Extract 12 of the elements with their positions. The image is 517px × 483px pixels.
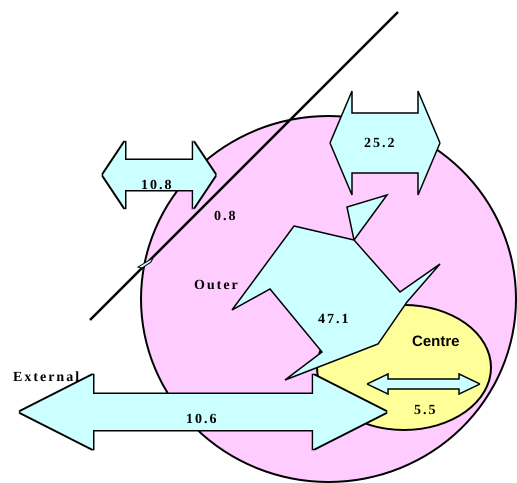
double-arrow xyxy=(231,194,441,381)
zone-label: Centre xyxy=(412,334,460,349)
zone-label: External xyxy=(13,371,82,385)
flow-value: 25.2 xyxy=(364,137,396,151)
flow-value: 0.8 xyxy=(214,210,238,224)
double-arrow xyxy=(20,375,386,449)
edge-label: 10.8 xyxy=(141,179,174,193)
zone-label: Outer xyxy=(194,279,240,293)
double-arrow xyxy=(103,142,216,208)
edge-label: 10.6 xyxy=(186,413,218,427)
flow-value: 5.5 xyxy=(414,404,438,418)
edge-label: 47.1 xyxy=(318,313,350,327)
